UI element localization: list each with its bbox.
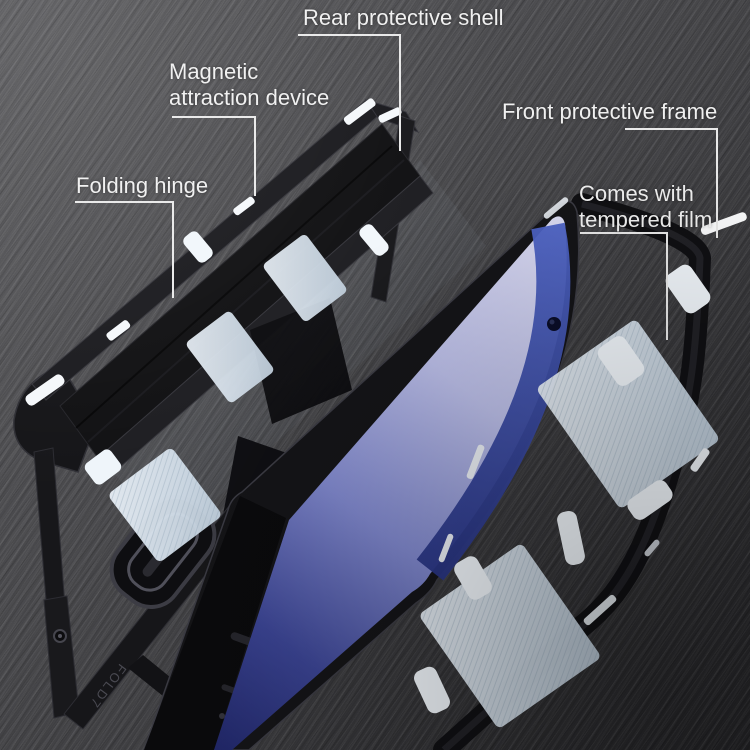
- film-tab: [627, 480, 673, 520]
- leader-tempered-film: [580, 232, 668, 340]
- film-tab: [597, 336, 645, 386]
- kickstand-bracket: [250, 298, 352, 424]
- phone-highlights: [438, 197, 569, 563]
- screen-edge-band: [416, 222, 571, 581]
- leader-front-frame: [625, 128, 718, 238]
- film-tab: [557, 510, 585, 566]
- film-tab: [183, 231, 213, 263]
- phone-screen: [214, 216, 567, 750]
- film-texture: [537, 320, 719, 508]
- film-texture: [109, 448, 221, 562]
- callout-leader-lines: [75, 34, 718, 340]
- label-front-protective-frame: Front protective frame: [502, 99, 718, 124]
- film-tab: [359, 224, 389, 256]
- film-tab: [84, 449, 122, 485]
- label-magnetic-attraction-device: Magnetic attraction device: [169, 59, 330, 110]
- leader-rear-shell: [298, 34, 401, 151]
- leader-folding-hinge: [75, 201, 174, 298]
- camera-lens-glint: [549, 319, 555, 325]
- hinge-weave-line: [75, 145, 393, 429]
- phone-side-screw: [219, 713, 225, 719]
- label-rear-protective-shell: Rear protective shell: [303, 5, 504, 30]
- label-comes-with-tempered-film: Comes with tempered film: [579, 181, 713, 232]
- phone-left-edge: [144, 496, 286, 750]
- film-patch: [186, 311, 274, 403]
- rear-shell-highlights: [25, 98, 402, 406]
- hinge-weave-line: [87, 159, 405, 443]
- front-frame-highlights: [583, 212, 747, 626]
- film-tab: [414, 666, 450, 714]
- label-folding-hinge: Folding hinge: [76, 173, 209, 198]
- film-patch: [263, 235, 347, 321]
- phone: [143, 197, 580, 750]
- screw-center: [58, 634, 62, 638]
- film-tab: [454, 556, 492, 600]
- camera-hole: [547, 317, 561, 331]
- film-tab: [665, 264, 711, 314]
- front-film-patches: [414, 212, 747, 728]
- leader-magnetic: [172, 116, 256, 196]
